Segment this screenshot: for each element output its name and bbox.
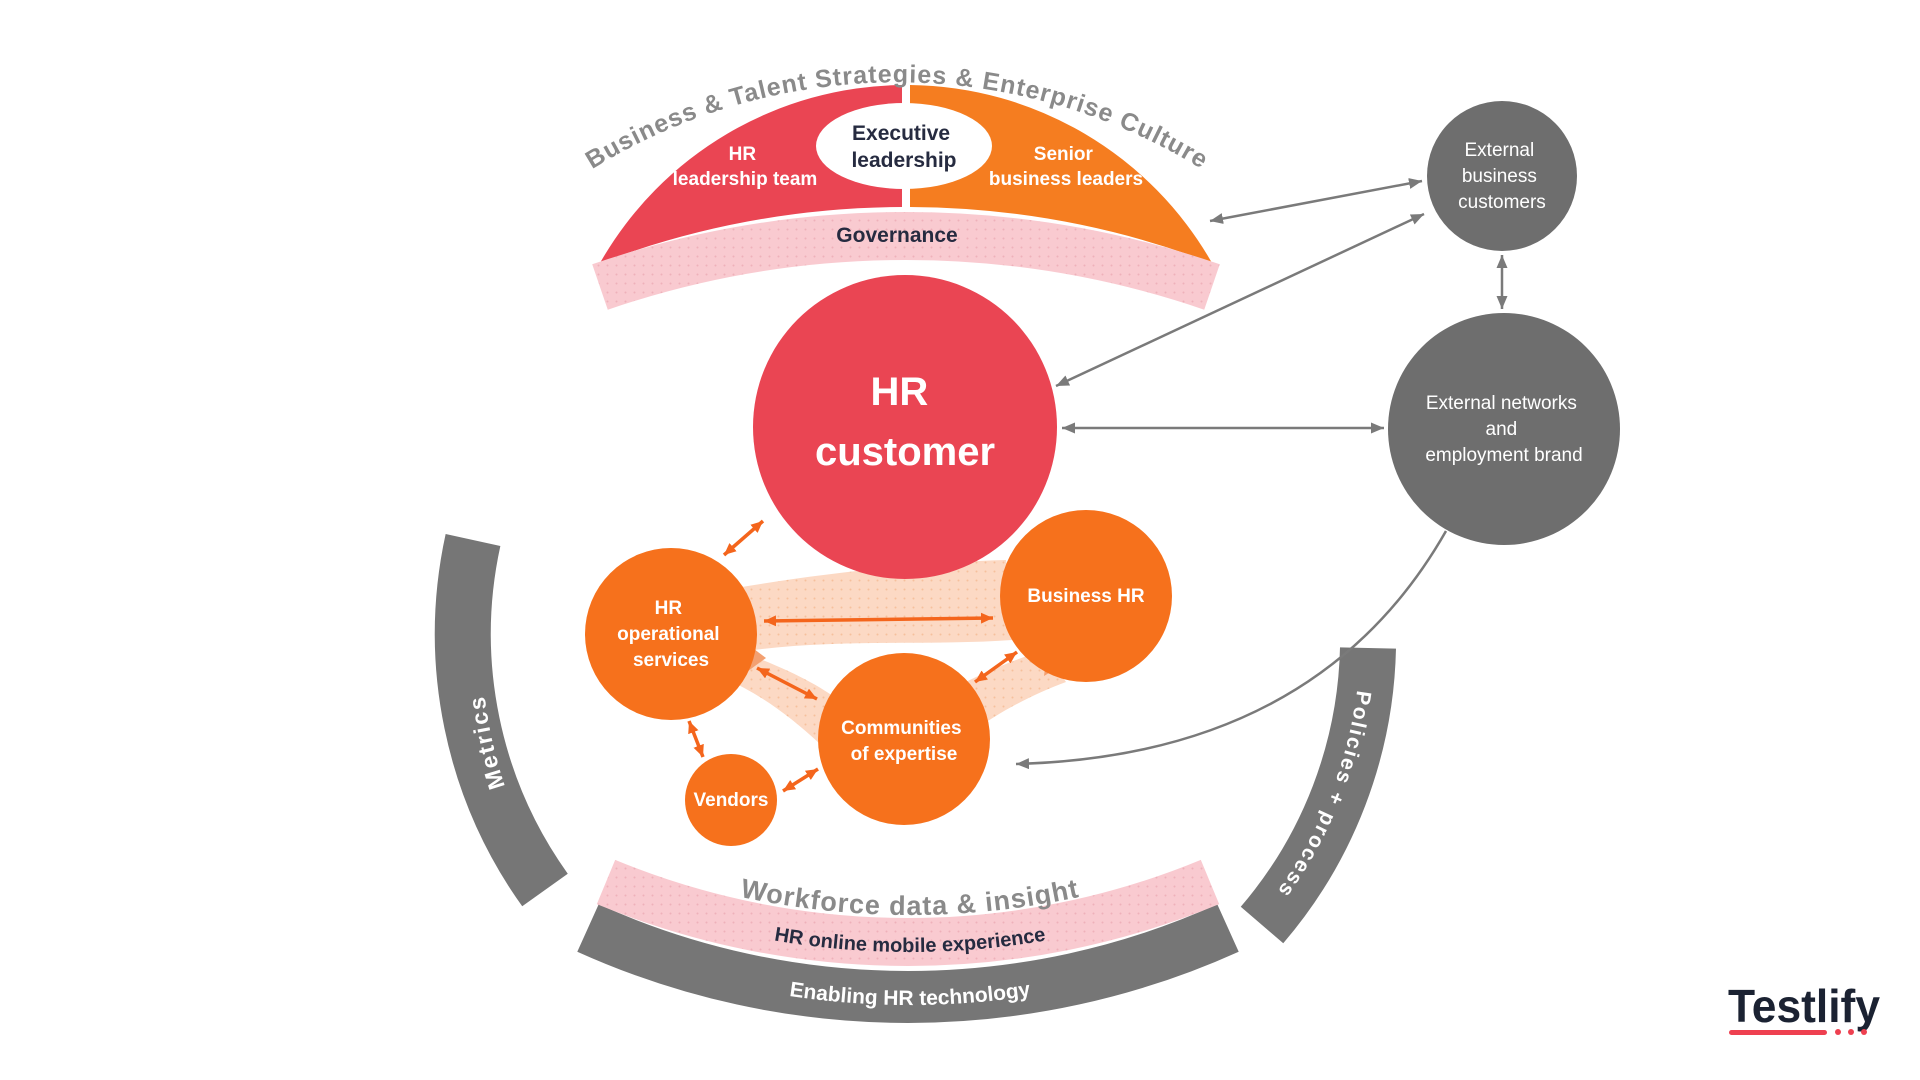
- gray-arrows: [1015, 178, 1508, 770]
- arrow-vendors-communities: [782, 767, 819, 793]
- vendors-label: Vendors: [694, 790, 769, 811]
- hr-operational-services-label: HR operational services: [617, 598, 725, 671]
- communities-of-expertise-label: Communities of expertise: [841, 718, 967, 765]
- bottom-bands: Workforce data & insight HR online mobil…: [577, 859, 1239, 1023]
- policies-process-arc-band: [1240, 647, 1396, 944]
- arrow-customer-operational: [722, 519, 765, 557]
- hr-online-mobile-band: [596, 859, 1220, 966]
- business-hr-circle: [1000, 510, 1172, 682]
- external-networks-circle: [1388, 313, 1620, 545]
- hr-leadership-team-label: HR leadership team: [673, 144, 818, 190]
- business-hr-label: Business HR: [1027, 586, 1144, 607]
- arrow-operational-communities: [756, 666, 818, 701]
- testlify-logo-text: Testlify: [1728, 980, 1880, 1032]
- communities-of-expertise-circle: [818, 653, 990, 825]
- orange-arrows: [687, 519, 1019, 793]
- leadership-arc: HR leadership team Senior business leade…: [592, 85, 1220, 310]
- arrow-communities-business-hr: [973, 650, 1019, 684]
- testlify-logo: Testlify: [1728, 980, 1880, 1035]
- external-business-customers-circle: [1427, 101, 1577, 251]
- policies-process-arc: Policies + process: [1240, 647, 1396, 944]
- arrow-operational-vendors: [687, 720, 705, 758]
- arrow-external-networks-communities: [1015, 530, 1448, 770]
- arrow-hr-customer-external-customers: [1055, 212, 1425, 388]
- node-circles: HR customer HR operational services Busi…: [585, 101, 1620, 846]
- hr-operational-services-circle: [585, 548, 757, 720]
- executive-leadership-ellipse: [816, 103, 992, 189]
- testlify-logo-underline: [1729, 1030, 1827, 1035]
- arrow-operational-business-hr: [763, 612, 994, 627]
- testlify-logo-dot: [1835, 1029, 1841, 1035]
- arrow-arc-external-customers: [1209, 178, 1423, 224]
- enabling-hr-technology-band: [577, 904, 1239, 1023]
- metrics-arc-band: [434, 534, 568, 907]
- hr-customer-label: HR customer: [815, 370, 995, 474]
- external-business-customers-label: External business customers: [1458, 140, 1546, 213]
- senior-business-leaders-label: Senior business leaders: [989, 144, 1143, 190]
- metrics-arc: Metrics: [434, 534, 568, 907]
- governance-label: Governance: [836, 224, 957, 247]
- testlify-logo-dot: [1848, 1029, 1854, 1035]
- hr-customer-circle: [753, 275, 1057, 579]
- vendors-circle: [685, 754, 777, 846]
- ribbon-operational-business-hr: [736, 560, 1012, 652]
- testlify-logo-dot: [1861, 1029, 1867, 1035]
- external-networks-label: External networks and employment brand: [1425, 393, 1582, 466]
- executive-leadership-label: Executive leadership: [851, 122, 956, 172]
